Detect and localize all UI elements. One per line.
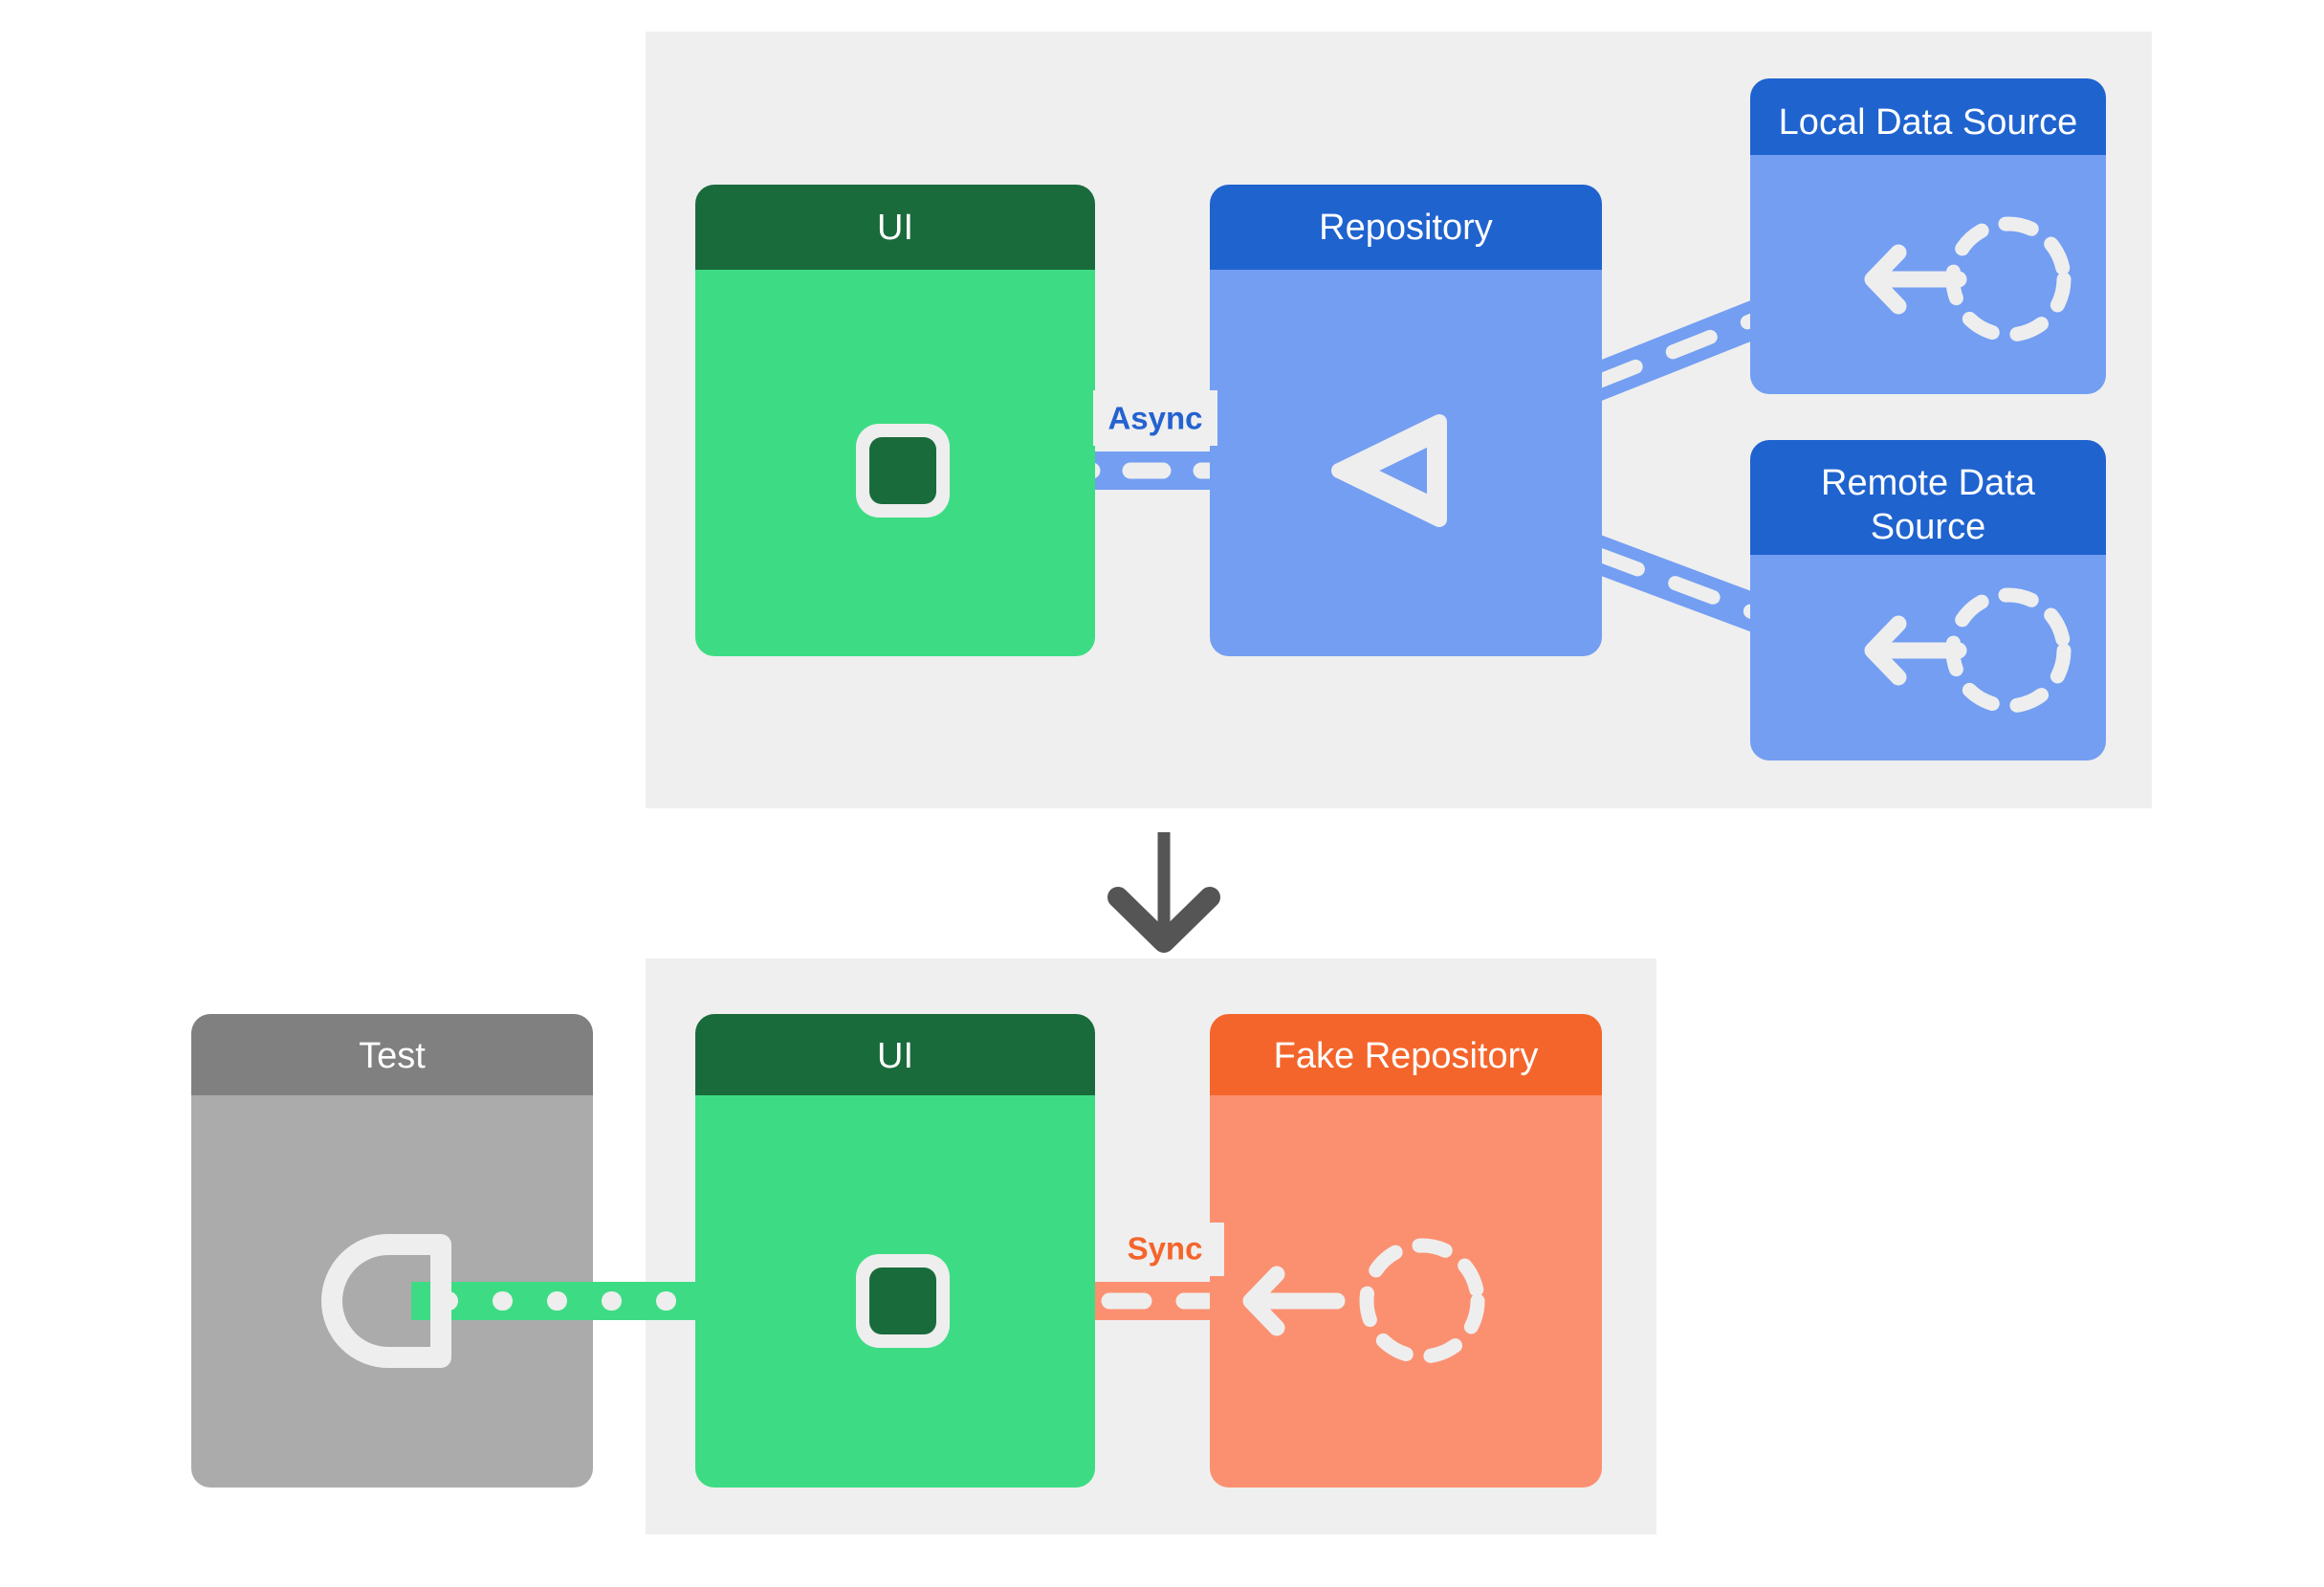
sync-label-backdrop: [1105, 1223, 1224, 1276]
fake-repository-header-background: [1210, 1014, 1602, 1095]
test-box-header-background: [191, 1014, 593, 1095]
fake-repository-box[interactable]: Fake Repository: [1210, 1014, 1602, 1488]
ui-port-core: [869, 437, 936, 504]
production-panel: UI Repository: [646, 32, 2152, 808]
repository-box-body-background: [1210, 270, 1602, 656]
local-data-source-header-background: [1750, 78, 2106, 155]
async-label: Async: [1107, 401, 1202, 436]
local-data-source-title: Local Data Source: [1779, 102, 2078, 143]
test-box[interactable]: Test: [191, 1014, 593, 1488]
triangle-icon-outer: [1331, 414, 1447, 527]
ui-box-title: UI: [877, 1036, 913, 1076]
left-arrow-icon: [1864, 244, 1967, 315]
async-label-backdrop: [1093, 390, 1217, 446]
test-box-body-background: [191, 1095, 593, 1488]
ui-box-header-background: [695, 185, 1095, 270]
remote-data-source-box[interactable]: Remote Data Source: [1750, 440, 2106, 760]
fake-repository-title: Fake Repository: [1274, 1036, 1539, 1076]
local-data-source-box[interactable]: Local Data Source: [1750, 78, 2106, 394]
remote-data-source-title-line1: Remote Data: [1821, 463, 2036, 503]
data-circle-port[interactable]: [1359, 1238, 1485, 1364]
test-socket-port[interactable]: [321, 1234, 451, 1368]
d-socket-icon: [321, 1234, 451, 1368]
test-box-title: Test: [359, 1036, 426, 1076]
repository-box-title: Repository: [1319, 208, 1493, 248]
left-arrow-icon: [1864, 615, 1967, 686]
data-circle-port[interactable]: [1945, 587, 2072, 714]
ui-port[interactable]: [856, 1254, 950, 1348]
ui-port-core: [869, 1267, 936, 1334]
left-arrow-icon: [1242, 1266, 1346, 1336]
remote-data-source-title-line2: Source: [1871, 507, 1985, 547]
repository-box-header-background: [1210, 185, 1602, 270]
ui-port[interactable]: [856, 424, 950, 518]
ui-box[interactable]: UI: [695, 185, 1095, 656]
sync-label: Sync: [1128, 1231, 1203, 1267]
remote-data-source-header-background: [1750, 440, 2106, 555]
data-circle-port[interactable]: [1945, 216, 2072, 342]
ui-box[interactable]: UI: [695, 1014, 1095, 1488]
repository-triangle-port[interactable]: [1331, 414, 1447, 527]
repository-box[interactable]: Repository: [1210, 185, 1602, 656]
sync-label-group: Sync: [1105, 1223, 1224, 1276]
fake-repository-body-background: [1210, 1095, 1602, 1488]
test-panel: Test UI: [191, 959, 1656, 1534]
ui-box-title: UI: [877, 208, 913, 248]
down-arrow-icon: [1107, 832, 1220, 953]
async-label-group: Async: [1093, 390, 1217, 446]
ui-box-header-background: [695, 1014, 1095, 1095]
